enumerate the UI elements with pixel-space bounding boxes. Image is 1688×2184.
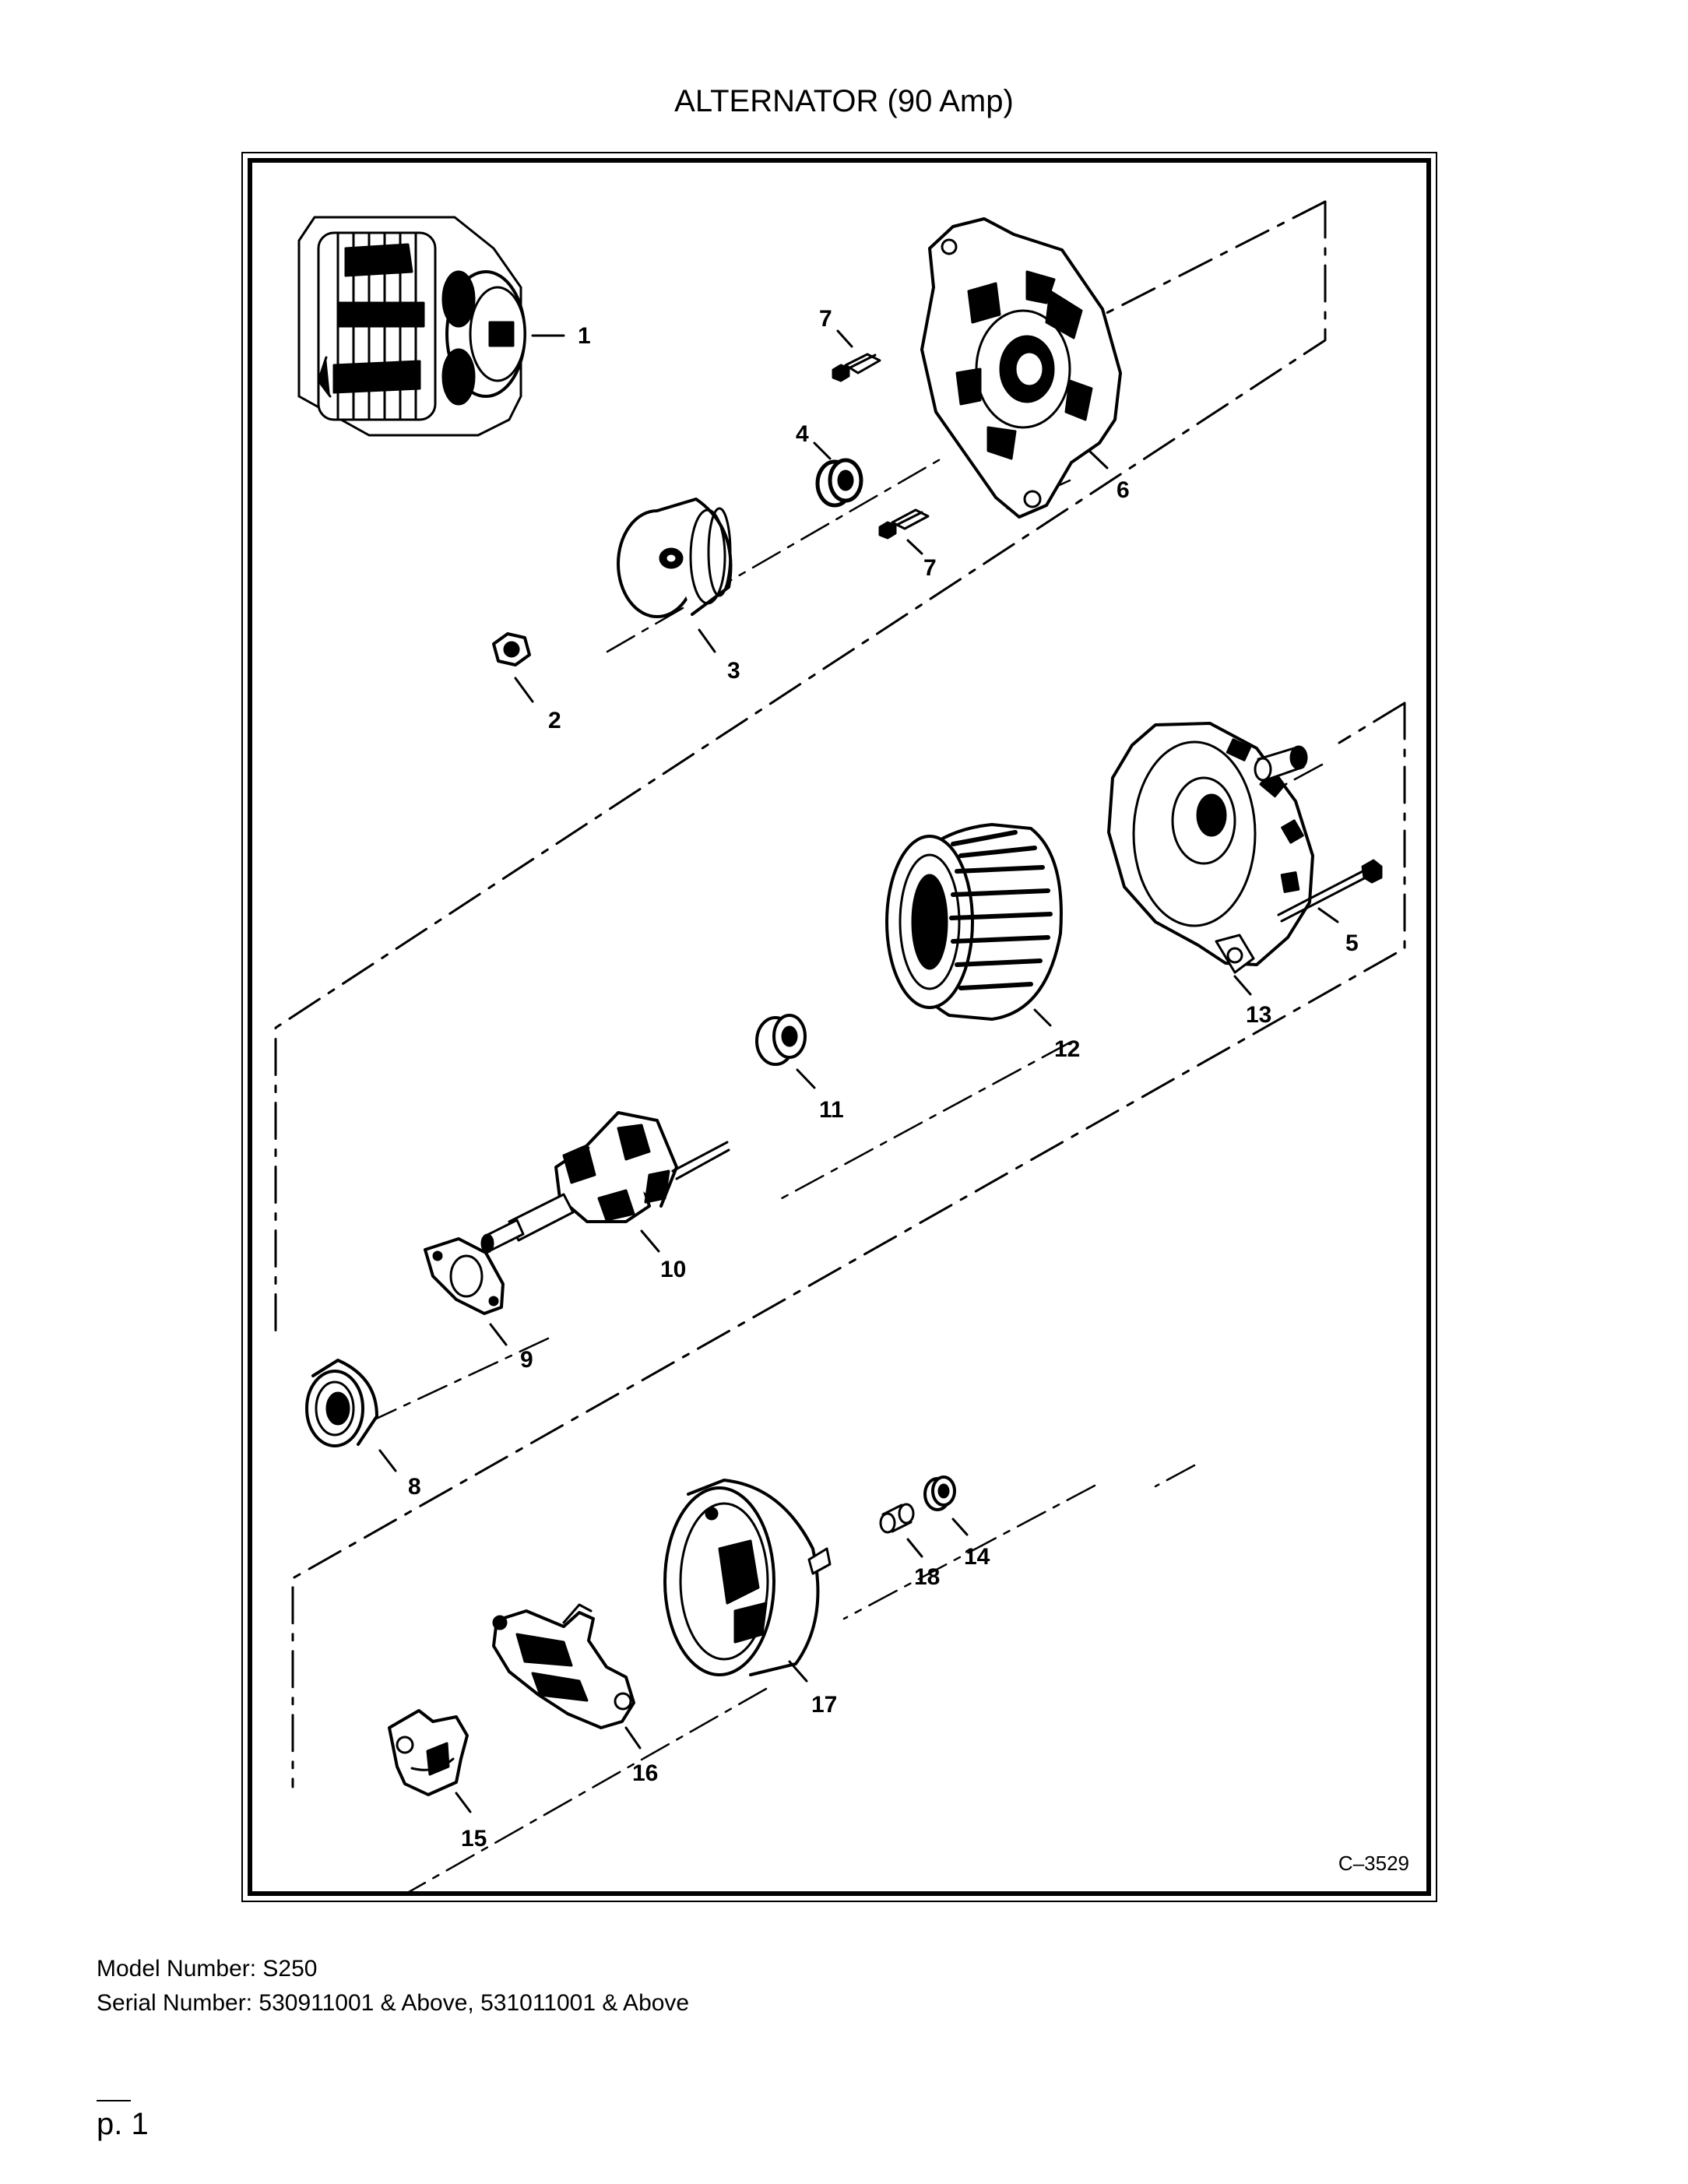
callout-2: 2 (548, 708, 561, 733)
front-bearing-part-8 (305, 1359, 397, 1472)
rear-housing-part-13 (1107, 722, 1314, 996)
callout-6: 6 (1117, 477, 1130, 503)
middle-panel-boundary (291, 702, 1406, 1788)
nut-part-14 (923, 1475, 969, 1536)
callout-18: 18 (914, 1564, 940, 1590)
callout-11: 11 (819, 1097, 844, 1123)
callout-1: 1 (578, 323, 591, 349)
rotor-part-10 (480, 1111, 730, 1254)
spacer-part-4 (813, 441, 863, 508)
bushing-unlabeled (1254, 745, 1308, 782)
callout-13: 13 (1246, 1002, 1271, 1028)
callout-3: 3 (727, 658, 740, 684)
callout-12: 12 (1054, 1036, 1080, 1062)
rear-bearing-part-11 (755, 1014, 816, 1089)
page-number: p. 1 (97, 2107, 149, 2141)
drive-end-housing-part-6 (920, 217, 1122, 519)
callout-16: 16 (632, 1760, 658, 1786)
rear-cover-part-17 (663, 1479, 832, 1683)
pulley-part-3 (617, 498, 733, 653)
bolt-part-7-upper (832, 329, 881, 382)
callout-8: 8 (408, 1474, 421, 1500)
stator-part-12 (885, 823, 1063, 1027)
retainer-plate-part-9 (424, 1237, 508, 1346)
page-title: ALTERNATOR (90 Amp) (674, 84, 1014, 118)
spacer-part-18 (879, 1503, 923, 1558)
callout-14: 14 (964, 1544, 990, 1570)
model-number: Model Number: S250 (97, 1956, 318, 1982)
rectifier-part-16 (492, 1603, 642, 1750)
callout-5: 5 (1345, 930, 1359, 956)
nut-part-2 (492, 632, 534, 703)
callout-7-upper: 7 (819, 306, 832, 332)
regulator-part-15 (388, 1709, 472, 1813)
drawing-code: C–3529 (1338, 1852, 1409, 1875)
callout-4: 4 (796, 421, 809, 447)
upper-panel-boundary (274, 200, 1327, 1340)
through-bolt-part-5 (1277, 859, 1383, 923)
callout-15: 15 (461, 1826, 487, 1852)
exploded-view-diagram: 1 2 3 4 5 6 7 7 8 9 10 11 12 13 14 15 16… (274, 200, 1406, 1891)
diagram-frame: 1 2 3 4 5 6 7 7 8 9 10 11 12 13 14 15 16… (241, 152, 1437, 1902)
bolt-part-7-lower (878, 508, 930, 555)
alternator-assembly-part-1 (297, 216, 565, 437)
callout-labels: 1 2 3 4 5 6 7 7 8 9 10 11 12 13 14 15 16… (408, 306, 1359, 1852)
page-rule (97, 2100, 131, 2101)
callout-17: 17 (811, 1692, 837, 1718)
callout-7-lower: 7 (923, 555, 937, 581)
callout-10: 10 (660, 1257, 686, 1282)
serial-number: Serial Number: 530911001 & Above, 531011… (97, 1990, 690, 2016)
callout-9: 9 (520, 1347, 533, 1373)
